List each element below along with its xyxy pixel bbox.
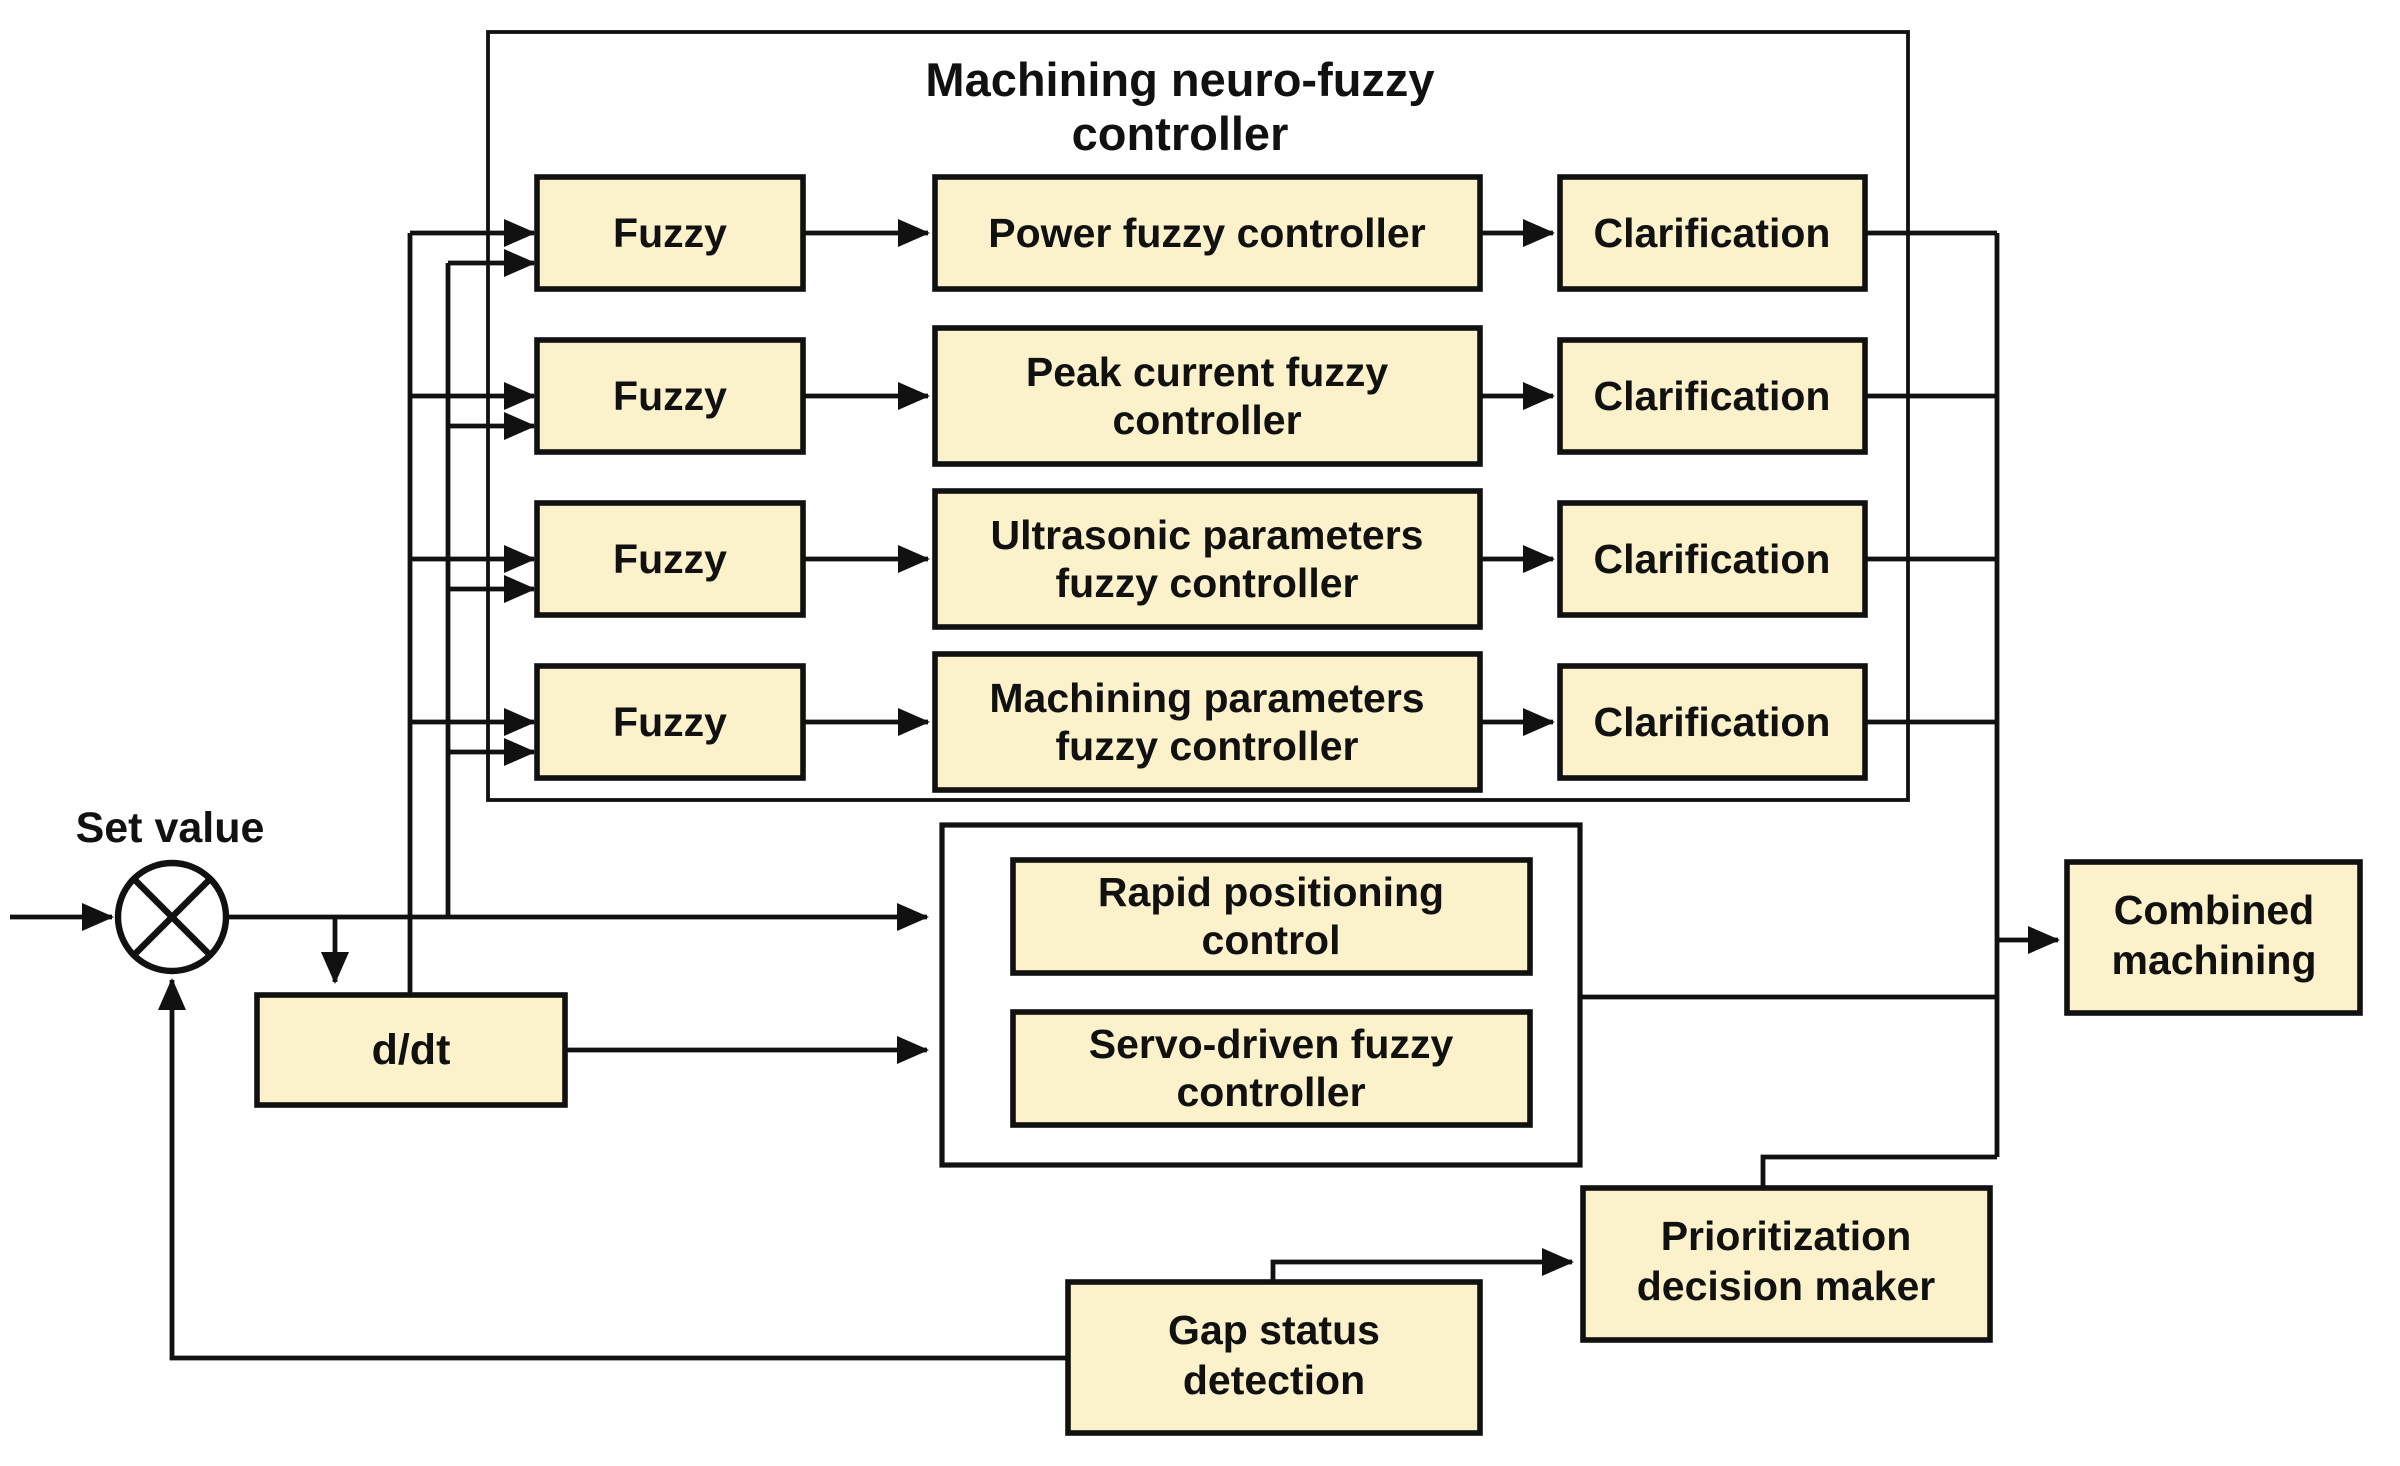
prioritization-box: [1580, 1185, 1993, 1343]
clarification2-label: Clarification: [1594, 373, 1831, 419]
rapid-positioning-label-line2: control: [1202, 917, 1341, 963]
fuzzy1-box: [534, 174, 806, 292]
ultrasonic-controller-label-line1: Ultrasonic parameters: [991, 512, 1424, 558]
gap-status-box: [1065, 1279, 1483, 1436]
diagram-title-line2: controller: [1072, 107, 1289, 160]
combined-machining-label-line2: machining: [2111, 937, 2316, 983]
set-value-label: Set value: [76, 804, 265, 852]
rapid-positioning-label-line1: Rapid positioning: [1098, 869, 1444, 915]
clarification1-label: Clarification: [1594, 210, 1831, 256]
prioritization-to-bus-line: [1760, 1154, 1997, 1188]
gap-status-label-line1: Gap status: [1168, 1307, 1380, 1353]
machining-params-controller-label-line2: fuzzy controller: [1056, 723, 1359, 769]
ddt-label: d/dt: [372, 1026, 451, 1074]
feedback-to-summing-arrow: [158, 978, 1068, 1361]
x-cross-icon: [131, 876, 213, 958]
servo-driven-label-line2: controller: [1176, 1069, 1365, 1115]
machining-params-controller-label-line1: Machining parameters: [989, 675, 1424, 721]
fuzzy1-label: Fuzzy: [613, 210, 727, 256]
fuzzy3-box: [534, 500, 806, 618]
row-ultrasonic: Fuzzy Ultrasonic parameters fuzzy contro…: [410, 488, 1997, 630]
fuzzy4-box: [534, 663, 806, 781]
fuzzy2-box: [534, 337, 806, 455]
fuzzy3-label: Fuzzy: [613, 536, 727, 582]
rapid-positioning-box: [1010, 857, 1533, 976]
clarification1-box: [1557, 174, 1868, 292]
gap-to-prioritization-arrow: [1270, 1248, 1574, 1282]
servo-driven-label-line1: Servo-driven fuzzy: [1089, 1021, 1454, 1067]
row-power: Fuzzy Power fuzzy controller Clarificati…: [410, 174, 1997, 292]
machining-neuro-fuzzy-frame: [486, 30, 1910, 802]
ddt-box: [254, 992, 568, 1108]
combined-machining-label-line1: Combined: [2114, 887, 2314, 933]
clarification3-box: [1557, 500, 1868, 618]
peak-current-controller-box: [932, 325, 1483, 467]
ultrasonic-controller-box: [932, 488, 1483, 630]
power-fuzzy-controller-label: Power fuzzy controller: [988, 210, 1425, 256]
servo-driven-box: [1010, 1009, 1533, 1128]
peak-current-controller-label-line1: Peak current fuzzy: [1026, 349, 1388, 395]
gap-status-label-line2: detection: [1183, 1357, 1365, 1403]
prioritization-label-line2: decision maker: [1637, 1263, 1936, 1309]
fuzzy4-label: Fuzzy: [613, 699, 727, 745]
ultrasonic-controller-label-line2: fuzzy controller: [1056, 560, 1359, 606]
prioritization-label-line1: Prioritization: [1661, 1213, 1912, 1259]
power-fuzzy-controller-box: [932, 174, 1483, 292]
clarification3-label: Clarification: [1594, 536, 1831, 582]
fuzzy2-label: Fuzzy: [613, 373, 727, 419]
clarification4-label: Clarification: [1594, 699, 1831, 745]
clarification2-box: [1557, 337, 1868, 455]
row-machining-params: Fuzzy Machining parameters fuzzy control…: [410, 651, 1997, 793]
combined-machining-box: [2064, 859, 2363, 1016]
clarification4-box: [1557, 663, 1868, 781]
row-peak-current: Fuzzy Peak current fuzzy controller Clar…: [410, 325, 1997, 467]
diagram-title-line1: Machining neuro-fuzzy: [925, 53, 1434, 106]
summing-junction-icon: [114, 859, 230, 975]
peak-current-controller-label-line2: controller: [1112, 397, 1301, 443]
